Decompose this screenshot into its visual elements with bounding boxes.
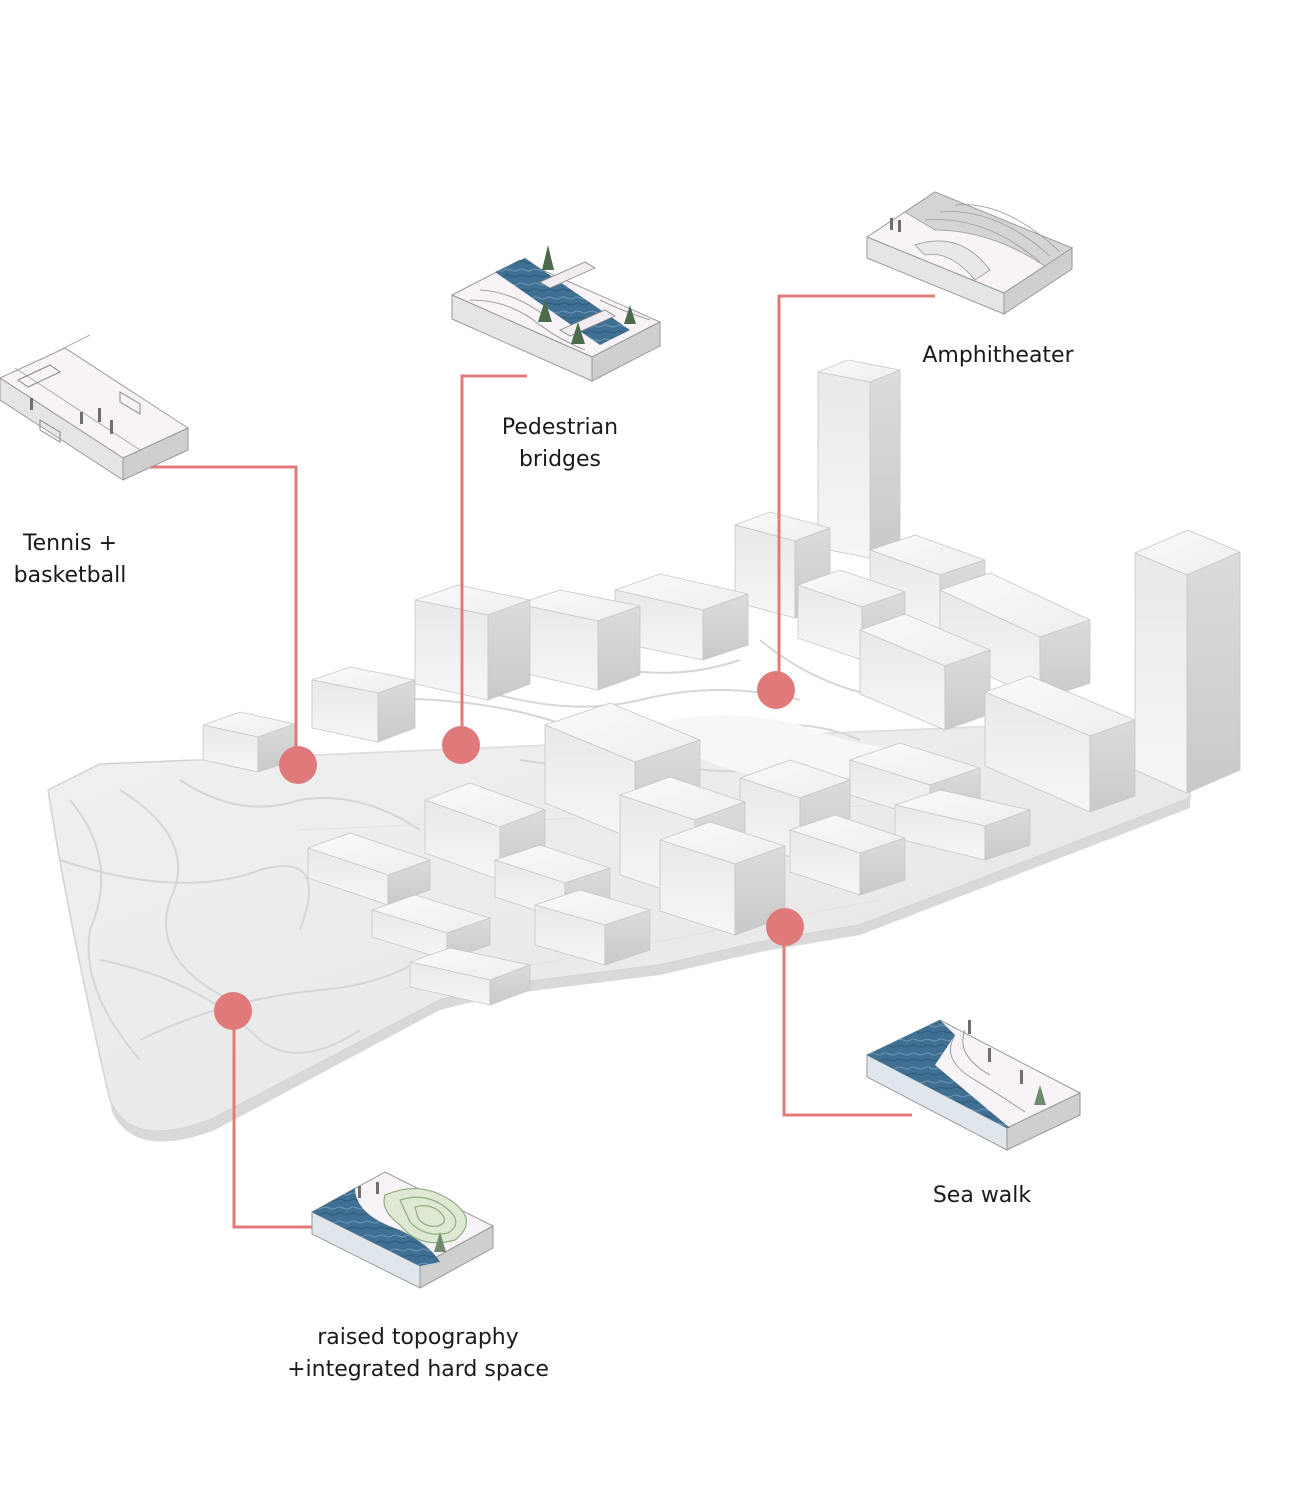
inset-tennis-basketball [0, 334, 190, 481]
marker-amphitheater [757, 671, 795, 709]
leader-bridges [460, 374, 527, 744]
callout-leader-lines [140, 294, 935, 1229]
label-amphitheater: Amphitheater [908, 340, 1088, 372]
right-cluster-blocks [797, 529, 1241, 813]
front-row-blocks [307, 789, 1031, 1006]
label-line: basketball [13, 563, 127, 588]
inset-raised-topography [310, 1171, 495, 1289]
leader-amphitheater [777, 294, 935, 690]
label-line: Pedestrian [501, 415, 619, 440]
inset-sea-walk [865, 1019, 1082, 1151]
label-line: +integrated hard space [287, 1357, 549, 1382]
leader-sea-walk [782, 927, 912, 1117]
label-line: Sea walk [932, 1183, 1032, 1208]
label-sea-walk: Sea walk [912, 1180, 1052, 1212]
label-line: raised topography [317, 1325, 519, 1350]
label-line: Tennis + [22, 531, 118, 556]
inset-pedestrian-bridges [450, 245, 662, 382]
marker-bridges [442, 726, 480, 764]
marker-topography [214, 992, 252, 1030]
tower-building [817, 359, 901, 559]
inset-amphitheater [865, 191, 1074, 315]
label-line: Amphitheater [922, 343, 1074, 368]
leader-topography [232, 1011, 312, 1229]
building-massing [202, 359, 1241, 1006]
label-line: bridges [518, 447, 602, 472]
marker-sea-walk [766, 908, 804, 946]
callout-markers [214, 671, 804, 1030]
label-raised-topography: raised topography +integrated hard space [268, 1322, 568, 1386]
leader-tennis [140, 465, 298, 764]
label-tennis-basketball: Tennis + basketball [0, 528, 140, 592]
marker-tennis [279, 746, 317, 784]
label-pedestrian-bridges: Pedestrian bridges [480, 412, 640, 476]
